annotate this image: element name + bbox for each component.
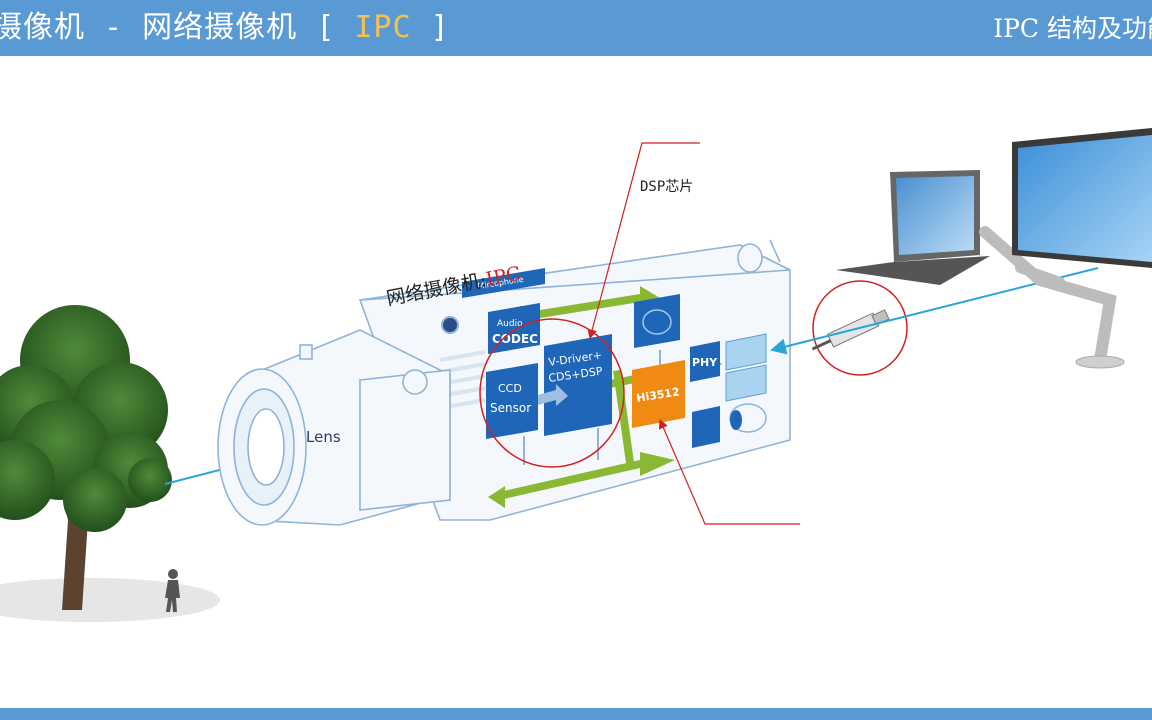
footer-bar [0, 708, 1152, 720]
ccd-line2: Sensor [490, 401, 531, 415]
laptop-illustration [836, 170, 990, 285]
phy-label: PHY [692, 356, 718, 369]
title-bar: 摄像机 - 网络摄像机 [ IPC ] IPC 结构及功能 [0, 0, 1152, 56]
monitor-illustration [1012, 128, 1152, 268]
tree-shadow [0, 578, 220, 622]
section-title: IPC 结构及功能 [993, 14, 1152, 43]
network-port [725, 333, 767, 402]
vdriver-dsp-block: V-Driver+ CDS+DSP [538, 334, 612, 460]
power-block [692, 403, 767, 448]
lens-label: Lens [306, 428, 341, 446]
codec-line1: Audio [497, 319, 523, 329]
hi3512-chip: Hi3512 [632, 360, 685, 428]
title-close-text: ] [411, 10, 450, 45]
title-highlight-text: IPC [354, 10, 412, 45]
phy-block: PHY [690, 341, 720, 382]
codec-line2: CODEC [492, 332, 538, 346]
microphone-port [441, 316, 459, 334]
monitor-arm [979, 226, 1125, 369]
memory-block [634, 294, 680, 366]
dsp-highlight-circle [479, 318, 625, 468]
microphone-block: Mircophone [462, 268, 545, 298]
title-main-text: 摄像机 - 网络摄像机 [ [0, 10, 355, 45]
hi3512-pointer-line [658, 418, 800, 525]
dsp-pointer-line [587, 142, 700, 340]
dsp-chip-label: DSP芯片 [640, 179, 694, 195]
lens-assembly [217, 329, 451, 526]
ccd-sensor-block: CCD Sensor [486, 363, 538, 465]
ccd-line1: CCD [498, 382, 522, 395]
tree-illustration [0, 305, 172, 610]
diagram-scene: Mircophone Audio CODEC CCD Sensor V-Driv… [0, 56, 1152, 708]
diagram-canvas: Mircophone Audio CODEC CCD Sensor V-Driv… [0, 128, 1152, 622]
slide-title: 摄像机 - 网络摄像机 [ IPC ] [0, 8, 450, 48]
person-figure [165, 569, 180, 612]
